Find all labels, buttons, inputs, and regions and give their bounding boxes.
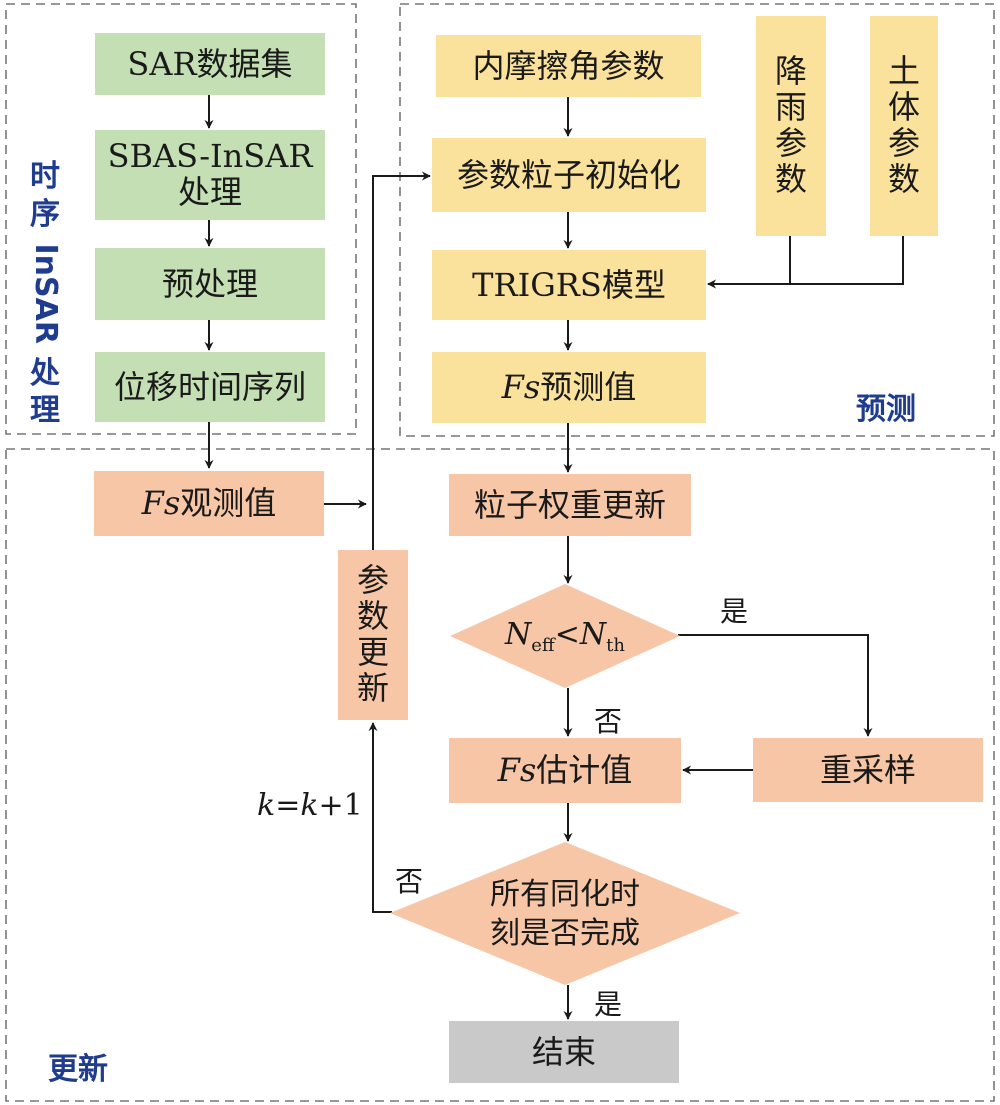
sbas-line1: SBAS-InSAR [107,137,313,176]
n-variable: N [579,616,607,652]
fs-estimate-text: 估计值 [536,751,633,790]
update-region-label: 更新 [48,1052,108,1087]
no-label-1: 否 [594,705,623,738]
assim-line2: 刻是否完成 [490,915,640,951]
param-update-feedback [372,171,431,555]
arrow-assim-no-loop [368,722,392,913]
fs-variable: Fs [141,484,181,523]
fs-predict-text: 预测值 [540,368,637,407]
insar-label-char: 处 [30,355,60,391]
insar-region-label: 时 序 InSAR 处 理 [20,158,70,430]
k-increment-label: k=k+1 [257,788,363,823]
trigrs-model-box: TRIGRS模型 [432,250,706,320]
preprocess-box: 预处理 [95,248,325,320]
insar-label-char: 序 [30,196,60,232]
rainfall-params-box: 降 雨 参 数 [756,16,826,236]
soil-params-box: 土 体 参 数 [870,16,938,236]
particle-weight-update-box: 粒子权重更新 [449,474,691,536]
rain-char: 数 [774,159,807,198]
k-variable: k [300,788,319,823]
assim-line1: 所有同化时 [490,876,640,912]
sbas-line2: 处理 [177,173,242,211]
insar-label-char: 理 [30,393,60,428]
neff-condition: Neff<Nth [505,615,625,657]
param-update-char: 新 [356,668,389,707]
fs-variable: Fs [501,368,541,407]
fs-observed-text: 观测值 [180,484,277,523]
predict-region-label: 预测 [856,392,916,427]
diamond-shape [450,584,680,688]
param-update-char: 参 [356,561,389,600]
th-subscript: th [606,634,625,656]
rain-char: 雨 [774,88,807,127]
assimilation-complete-diamond: 所有同化时 刻是否完成 [390,842,740,985]
insar-label-char: 时 [30,159,60,194]
plus-one: +1 [318,788,363,823]
soil-char: 体 [887,88,920,127]
param-update-box: 参 数 更 新 [338,550,408,720]
neff-decision-diamond: Neff<Nth [450,584,680,688]
diamond-shape [390,842,740,985]
insar-label-word: InSAR [27,243,63,344]
assimilation-question: 所有同化时 刻是否完成 [490,875,640,953]
displacement-series-box: 位移时间序列 [95,352,325,422]
soil-char: 数 [887,159,920,198]
update-region-border [5,448,995,1102]
soil-char: 土 [887,52,920,91]
eff-subscript: eff [531,634,555,656]
k-variable: k [257,788,276,823]
yes-label-1: 是 [720,595,749,628]
equals-sign: = [275,788,301,823]
sar-dataset-box: SAR数据集 [95,33,325,95]
friction-angle-box: 内摩擦角参数 [436,35,701,97]
sbas-insar-box: SBAS-InSAR 处理 [95,130,325,220]
particle-init-box: 参数粒子初始化 [432,138,706,212]
rain-char: 降 [774,52,807,91]
resample-box: 重采样 [753,738,983,802]
yes-label-2: 是 [594,988,623,1021]
param-update-char: 更 [356,633,389,671]
soil-char: 参 [887,124,920,162]
less-than: < [554,616,580,652]
fs-variable: Fs [497,751,537,790]
end-box: 结束 [449,1021,679,1083]
n-variable: N [505,616,532,652]
predict-region-border [399,3,995,437]
soil-connector [707,236,904,289]
no-label-2: 否 [395,865,424,898]
param-update-char: 数 [356,597,389,636]
rain-char: 参 [774,124,807,162]
arrow-yes-to-resample [678,634,873,737]
